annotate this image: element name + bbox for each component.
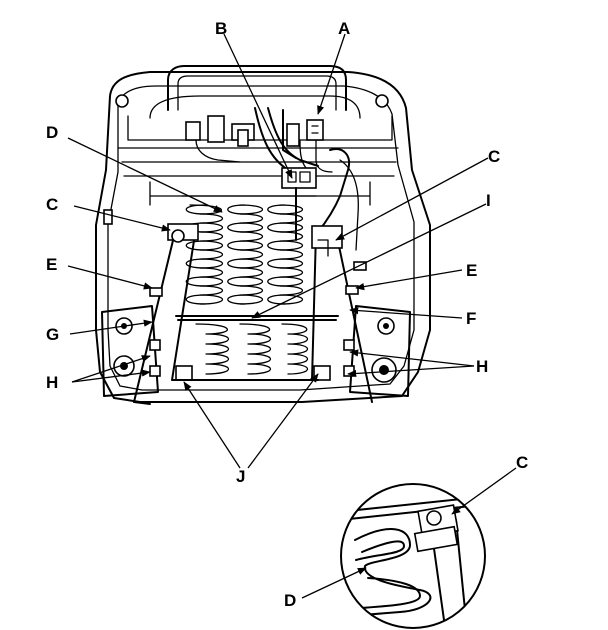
label-c-right: C	[488, 147, 500, 166]
label-h-left: H	[46, 373, 58, 392]
label-f: F	[466, 309, 476, 328]
corner-bolts	[115, 94, 389, 108]
label-d-top: D	[46, 123, 58, 142]
right-bracket	[343, 285, 411, 397]
label-c-left: C	[46, 195, 58, 214]
label-g: G	[46, 325, 59, 344]
label-j: J	[236, 467, 245, 486]
label-a: A	[338, 19, 350, 38]
detail-inset	[340, 483, 486, 629]
top-handle	[167, 65, 347, 111]
label-e-left: E	[46, 255, 57, 274]
left-bracket	[101, 287, 163, 397]
connector-a	[306, 119, 324, 141]
left-strap	[133, 223, 199, 405]
label-h-right: H	[476, 357, 488, 376]
label-b: B	[215, 19, 227, 38]
label-d-inset: D	[284, 591, 296, 610]
label-i: I	[486, 191, 491, 210]
label-c-inset: C	[516, 453, 528, 472]
right-strap	[311, 225, 373, 403]
label-e-right: E	[466, 261, 477, 280]
callout-labels: A B C C D I E E G F H H J C D	[46, 19, 528, 610]
leader-lines	[67, 33, 517, 599]
